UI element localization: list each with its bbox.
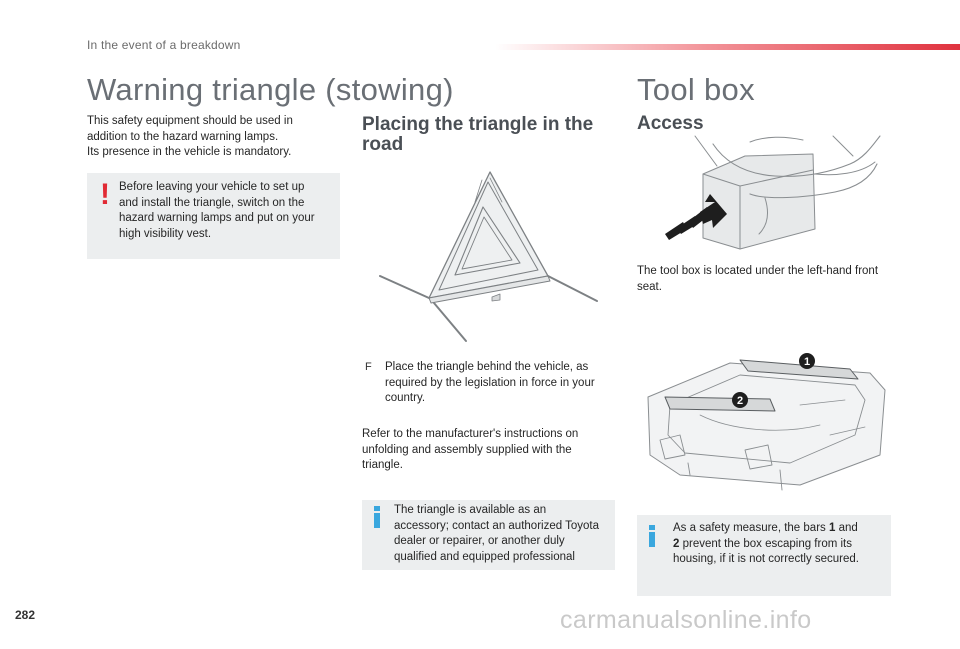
assembly-paragraph: Refer to the manufacturer's instructions… [362, 427, 612, 474]
warning-note: ! Before leaving your vehicle to set up … [87, 173, 340, 259]
note-line: housing, if it is not correctly secured. [673, 553, 859, 565]
note-line: Before leaving your vehicle to set up [119, 181, 305, 193]
section-label: In the event of a breakdown [87, 38, 241, 52]
heading-line: road [362, 134, 404, 155]
callout-1-circle [799, 353, 815, 369]
info-note-text: The triangle is available as an accessor… [394, 503, 612, 565]
access-heading: Access [637, 113, 704, 134]
page-number: 282 [15, 608, 36, 622]
note-line: The triangle is available as an [394, 504, 547, 516]
toolbox-caption: The tool box is located under the left-h… [637, 264, 897, 295]
info-icon [374, 506, 380, 528]
info-icon [649, 525, 655, 547]
note-line: 2 prevent the box escaping from its [673, 537, 852, 550]
note-line: hazard warning lamps and put on your [119, 212, 315, 224]
tool-box-title: Tool box [637, 72, 755, 107]
bullet-line: required by the legislation in force in … [385, 376, 595, 389]
section-heading-placing: Placing the triangle in the road [362, 115, 612, 155]
note-line: high visibility vest. [119, 227, 212, 240]
seat-toolbox-illustration [655, 134, 890, 264]
paragraph-line: unfolding and assembly supplied with the [362, 443, 572, 456]
header-accent-bar [495, 44, 960, 50]
intro-line: Its presence in the vehicle is mandatory… [87, 146, 292, 158]
note-line: accessory; contact an authorized Toyota [394, 519, 599, 532]
watermark: carmanualsonline.info [560, 606, 812, 634]
page-title: Warning triangle (stowing) [87, 72, 454, 107]
note-line: dealer or repairer, or another duly [394, 535, 565, 547]
note-line: qualified and equipped professional [394, 550, 575, 563]
intro-line: addition to the hazard warning lamps. [87, 130, 279, 143]
note-line: and install the triangle, switch on the [119, 196, 305, 209]
heading-line: Placing the triangle in the [362, 114, 594, 135]
bullet-line: country. [385, 392, 426, 404]
bullet-text: Place the triangle behind the vehicle, a… [385, 360, 615, 407]
intro-line: This safety equipment should be used in [87, 115, 293, 127]
warning-triangle-illustration [372, 160, 602, 350]
callout-1: 1 [804, 356, 810, 368]
bullet-line: Place the triangle behind the vehicle, a… [385, 361, 589, 373]
note-line: As a safety measure, the bars 1 and [673, 522, 858, 534]
warning-icon: ! [100, 178, 110, 211]
info-note-triangle: The triangle is available as an accessor… [362, 500, 615, 570]
paragraph-line: triangle. [362, 459, 403, 471]
intro-text: This safety equipment should be used in … [87, 114, 342, 161]
caption-line: seat. [637, 280, 662, 293]
bullet-marker: F [365, 361, 372, 373]
callout-2-circle [732, 392, 748, 408]
caption-line: The tool box is located under the left-h… [637, 265, 879, 277]
toolbox-bars-illustration: 1 2 [640, 345, 890, 500]
warning-note-text: Before leaving your vehicle to set up an… [119, 180, 334, 242]
callout-2: 2 [737, 395, 743, 407]
info-note-toolbox: As a safety measure, the bars 1 and 2 pr… [637, 515, 891, 596]
paragraph-line: Refer to the manufacturer's instructions… [362, 428, 579, 440]
info-note-text: As a safety measure, the bars 1 and 2 pr… [673, 521, 885, 568]
